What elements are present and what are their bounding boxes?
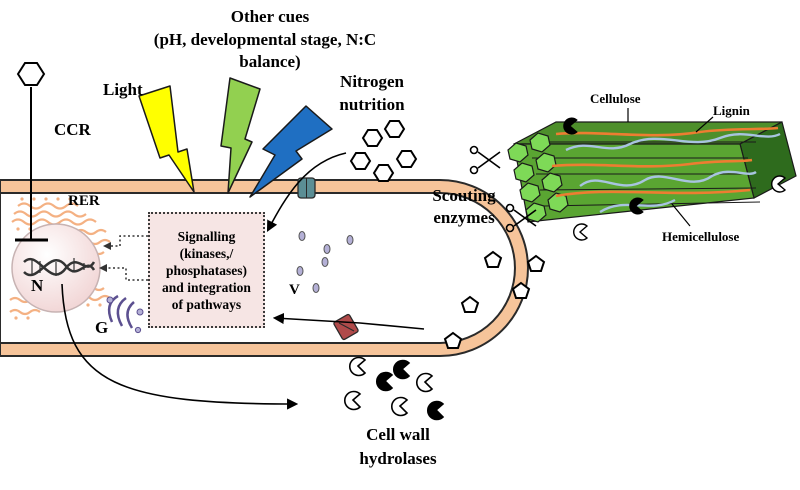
cell-wall-hydrolases-label-2: hydrolases	[359, 449, 437, 468]
hexagon-icon	[16, 62, 46, 86]
scouting-enzymes-label: Scouting	[432, 186, 496, 205]
transporter-signal-arrow	[272, 312, 425, 330]
vacuole-label: V	[289, 282, 300, 298]
scouting-enzymes-label-2: enzymes	[433, 208, 495, 227]
signalling-line: and integration	[162, 279, 251, 295]
nitrogen-nutrition-label: Nitrogen	[340, 72, 404, 91]
lightning-bolt-icon	[249, 105, 333, 198]
light-label: Light	[103, 80, 143, 99]
other-cues-title: Other cues	[230, 7, 310, 26]
nucleus-label: N	[31, 276, 44, 295]
lightning-bolt-icon	[138, 85, 195, 193]
other-cues-detail: (pH, developmental stage, N:C	[153, 30, 377, 49]
nitrogen-nutrition-label-2: nutrition	[339, 95, 405, 114]
cell-wall-fibre-bundle	[507, 117, 797, 241]
other-cues-detail-2: balance)	[239, 52, 301, 71]
nitrogen-uptake-arrow	[266, 152, 347, 232]
cell-wall-hydrolases-label: Cell wall	[366, 425, 430, 444]
transporter-top	[297, 177, 316, 199]
nitrogen-hexagons	[349, 120, 418, 182]
scissors-icon	[505, 203, 537, 233]
vesicles	[296, 231, 354, 293]
signal-dotted-connections	[104, 235, 148, 281]
lightning-bolt-icon	[220, 77, 261, 194]
signalling-line: of pathways	[171, 296, 242, 312]
lignin-label: Lignin	[713, 103, 750, 118]
ccr-label: CCR	[54, 120, 91, 139]
signalling-line: phosphatases)	[165, 262, 248, 278]
pentagon-fragments	[443, 250, 546, 349]
golgi	[107, 294, 135, 329]
signalling-line: Signalling	[177, 228, 236, 244]
rer-label: RER	[68, 193, 100, 209]
signalling-line: (kinases,/	[179, 245, 234, 261]
golgi-label: G	[95, 318, 109, 337]
cellulose-label: Cellulose	[590, 91, 641, 106]
secretion-arrow	[61, 283, 299, 410]
hemicellulose-label: Hemicellulose	[662, 229, 740, 244]
dna-icon	[23, 258, 96, 277]
pacman-enzyme-icon	[344, 356, 445, 421]
signalling-box: Signalling (kinases,/ phosphatases) and …	[148, 212, 265, 328]
scissors-icon	[469, 145, 501, 175]
